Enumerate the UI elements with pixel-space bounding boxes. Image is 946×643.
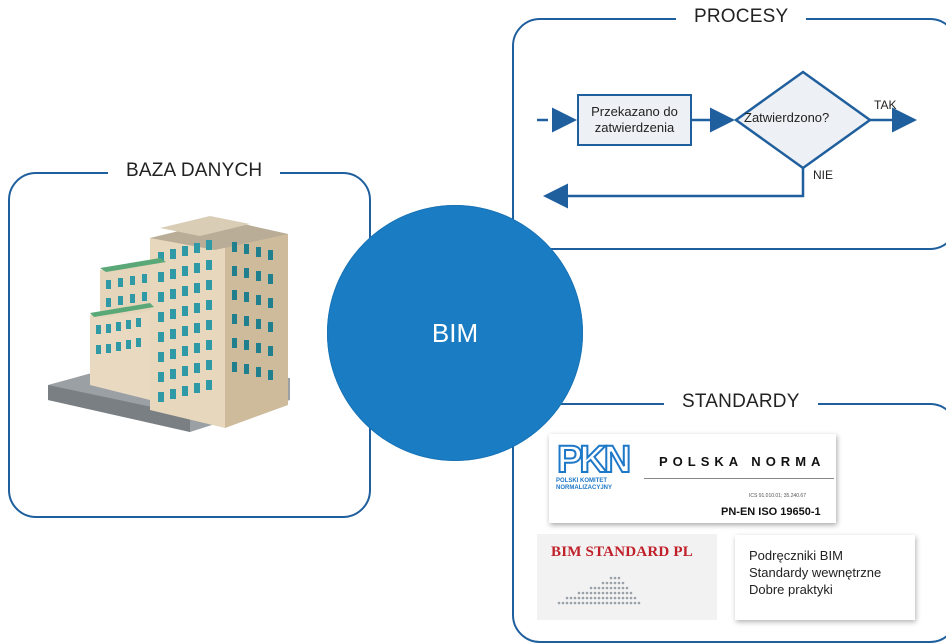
- standards-list-item: Dobre praktyki: [749, 582, 833, 597]
- pkn-title: POLSKA NORMA: [659, 454, 826, 469]
- pkn-ics: ICS 91.010.01; 35.240.67: [749, 493, 806, 499]
- arrow-nie: [543, 168, 805, 209]
- pkn-norm-card: PKN POLSKI KOMITET NORMALIZACYJNY POLSKA…: [549, 434, 836, 523]
- bim-standard-pl-title: BIM STANDARD PL: [551, 544, 693, 560]
- pkn-sub-line1: POLSKI KOMITET: [556, 478, 607, 484]
- bim-label: BIM: [431, 317, 479, 348]
- pkn-sub-line2: NORMALIZACYJNY: [556, 485, 613, 491]
- standards-list-item: Standardy wewnętrzne: [749, 565, 882, 580]
- svg-text:PKN: PKN: [557, 440, 629, 476]
- decision-label: Zatwierdzono?: [744, 110, 830, 125]
- pkn-logo-icon: PKN: [557, 440, 633, 476]
- standardy-panel: STANDARDY: [512, 391, 946, 643]
- procesy-panel: PROCESY: [512, 6, 946, 250]
- baza-danych-title: BAZA DANYCH: [108, 160, 281, 182]
- dots-pattern-icon: [557, 576, 641, 605]
- process-box-line1: Przekazano do: [591, 104, 678, 119]
- process-box: Przekazano do zatwierdzenia: [577, 94, 692, 146]
- procesy-title: PROCESY: [676, 6, 807, 28]
- building-illustration: [48, 216, 290, 432]
- tak-label: TAK: [874, 98, 897, 112]
- bim-circle: BIM: [327, 205, 583, 461]
- standardy-title: STANDARDY: [664, 391, 818, 413]
- process-flow-arrows: [537, 70, 917, 209]
- pkn-subtitle: POLSKI KOMITET NORMALIZACYJNY: [556, 478, 612, 492]
- standards-list-card: Podręczniki BIM Standardy wewnętrzne Dob…: [735, 535, 915, 620]
- bim-standard-pl-card: BIM STANDARD PL: [537, 534, 717, 620]
- pkn-divider: [644, 478, 834, 479]
- pkn-iso-code: PN-EN ISO 19650-1: [721, 506, 821, 518]
- nie-label: NIE: [813, 168, 834, 182]
- process-box-line2: zatwierdzenia: [594, 120, 675, 135]
- standards-list-item: Podręczniki BIM: [749, 548, 843, 563]
